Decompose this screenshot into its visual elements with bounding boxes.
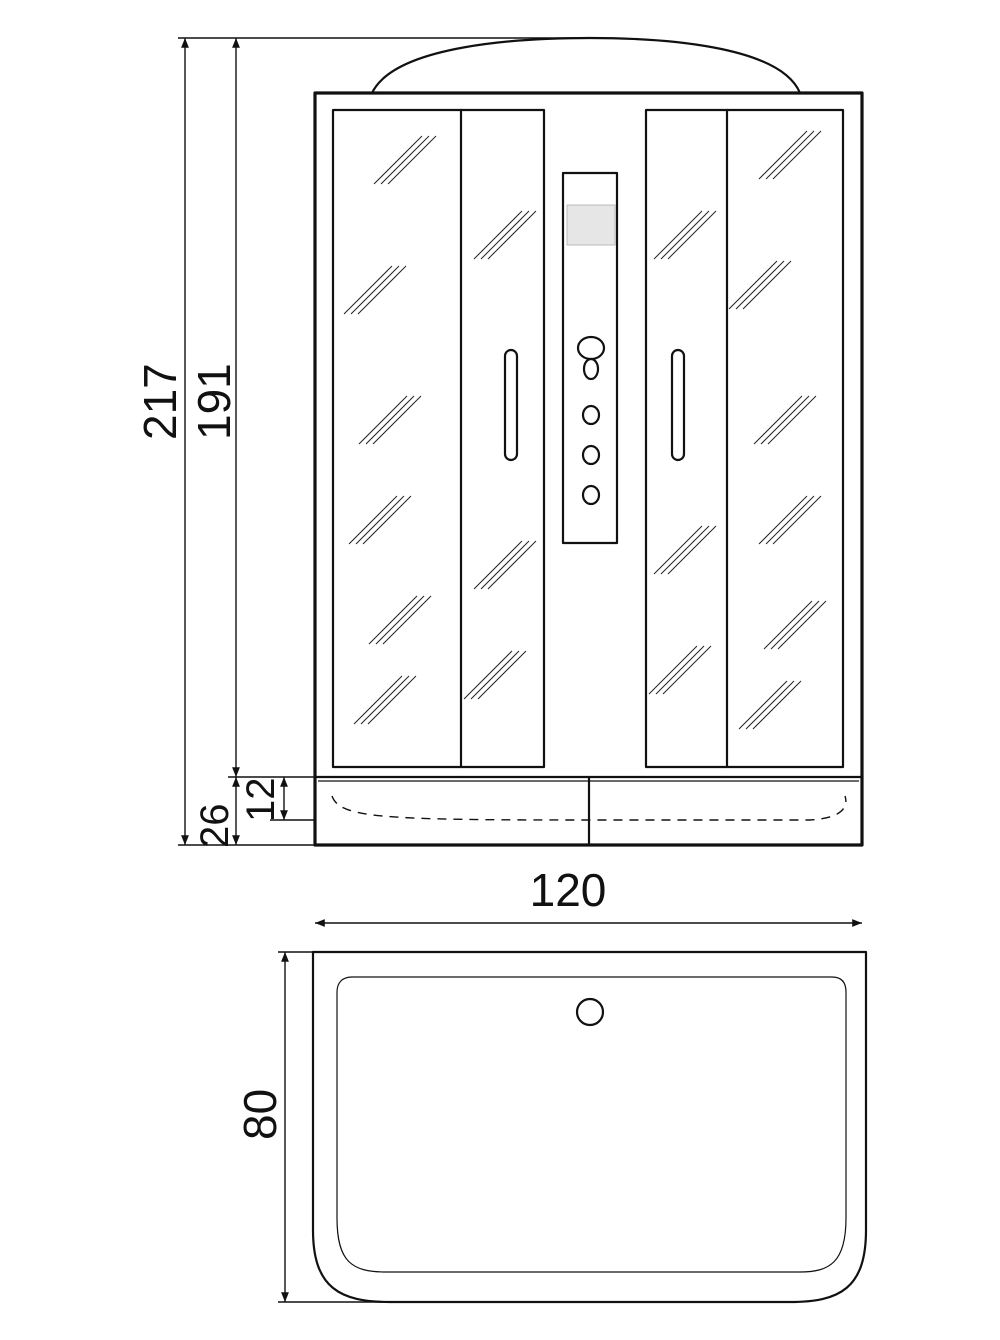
glass-reflection-mark: [765, 130, 815, 180]
glass-reflection-mark: [770, 600, 820, 650]
glass-reflection-mark: [373, 135, 423, 185]
depth-dimension: 80: [234, 951, 390, 1303]
control-panel: [561, 171, 619, 545]
glass-reflection-mark: [382, 595, 432, 645]
glass-reflection-mark: [767, 395, 817, 445]
glass-reflection-mark: [357, 265, 407, 315]
left-door-handle: [503, 348, 519, 462]
glass-reflection-mark: [662, 645, 712, 695]
glass-reflection-mark: [480, 540, 530, 590]
glass-reflection-mark: [760, 395, 810, 445]
glass-reflection-mark: [360, 675, 410, 725]
control-panel-frame: [561, 171, 619, 545]
shower-head-icon: [576, 335, 606, 361]
label-total-height: 217: [134, 363, 186, 440]
glass-reflection-mark: [742, 260, 792, 310]
front-view: [313, 36, 864, 847]
glass-reflection-mark: [648, 645, 698, 695]
glass-reflection-mark: [667, 210, 717, 260]
glass-reflection-mark: [772, 495, 822, 545]
glass-reflection-mark: [365, 395, 415, 445]
glass-reflection-mark: [763, 600, 813, 650]
glass-reflection-mark: [343, 265, 393, 315]
glass-reflection-mark: [380, 135, 430, 185]
glass-reflection-mark: [470, 650, 520, 700]
glass-reflection-mark: [660, 210, 710, 260]
glass-reflection-mark: [477, 650, 527, 700]
massage-jet-icon-2: [581, 444, 601, 466]
control-display: [566, 204, 616, 246]
mixer-knob-icon: [582, 357, 600, 381]
glass-reflection-mark: [653, 210, 703, 260]
glass-reflection-mark: [655, 645, 705, 695]
drain-icon: [575, 997, 605, 1027]
glass-reflection-mark: [350, 265, 400, 315]
glass-reflection-mark: [358, 395, 408, 445]
label-tray-height: 26: [193, 804, 237, 849]
glass-reflection-mark: [758, 495, 808, 545]
label-cabin-height: 191: [188, 363, 240, 440]
glass-reflection-mark: [355, 495, 405, 545]
glass-reflection-mark: [348, 495, 398, 545]
right-door-panel: [644, 108, 845, 769]
glass-reflection-mark: [487, 210, 537, 260]
glass-reflection-mark: [667, 525, 717, 575]
glass-reflection-mark: [735, 260, 785, 310]
glass-reflection-mark: [765, 495, 815, 545]
glass-reflection-mark: [653, 525, 703, 575]
tray-inner-basin: [336, 976, 847, 1273]
glass-reflection-mark: [752, 680, 802, 730]
glass-reflection-mark: [758, 130, 808, 180]
label-depth: 80: [234, 1089, 286, 1140]
height-dimensions: 217 191 26 12: [134, 37, 590, 849]
glass-reflection-mark: [753, 395, 803, 445]
glass-reflection-mark: [738, 680, 788, 730]
glass-reflection-mark: [473, 210, 523, 260]
width-dimension: 120: [315, 864, 862, 927]
glass-reflection-mark: [480, 210, 530, 260]
glass-reflection-mark: [487, 540, 537, 590]
glass-reflection-mark: [387, 135, 437, 185]
tray-hidden-outline: [331, 795, 847, 821]
left-door: [331, 108, 546, 769]
roof-dome: [370, 36, 802, 95]
glass-reflection-mark: [772, 130, 822, 180]
glass-reflection-mark: [368, 595, 418, 645]
glass-reflection-mark: [777, 600, 827, 650]
tray-outline: [311, 950, 868, 1304]
glass-reflection-mark: [473, 540, 523, 590]
right-door-handle: [670, 348, 686, 462]
glass-reflection-mark: [362, 495, 412, 545]
glass-reflection-mark: [367, 675, 417, 725]
glass-reflection-mark: [353, 675, 403, 725]
label-panel-height: 12: [239, 778, 283, 823]
glass-reflection-mark: [660, 525, 710, 575]
glass-reflection-mark: [372, 395, 422, 445]
massage-jet-icon-3: [581, 484, 601, 506]
massage-jet-icon-1: [581, 404, 601, 426]
glass-reflections: [343, 130, 827, 730]
right-door: [644, 108, 845, 769]
glass-reflection-mark: [728, 260, 778, 310]
label-width: 120: [530, 864, 607, 916]
glass-reflection-mark: [375, 595, 425, 645]
glass-reflection-mark: [463, 650, 513, 700]
left-door-panel: [331, 108, 546, 769]
glass-reflection-mark: [745, 680, 795, 730]
top-view: [311, 950, 868, 1304]
